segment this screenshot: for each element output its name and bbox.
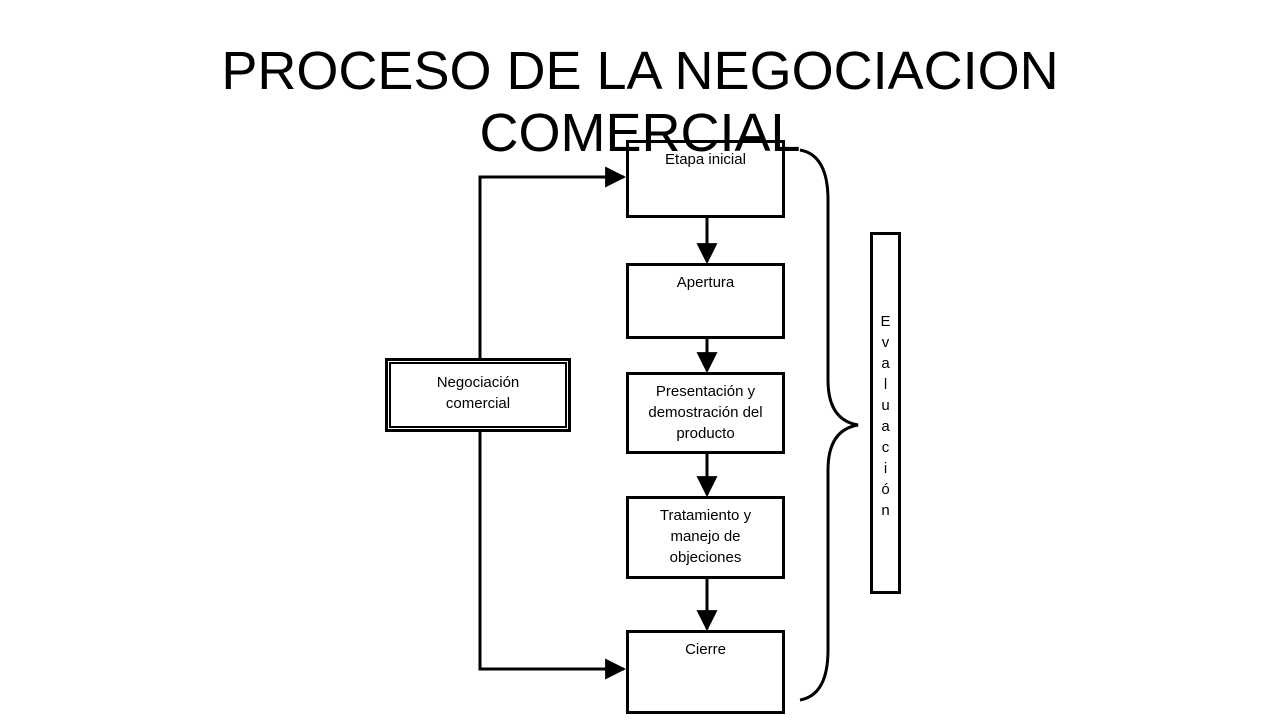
evaluation-letter: l	[883, 376, 888, 393]
evaluation-letter: a	[881, 418, 890, 435]
evaluation-box: E v a l u a c i ó n	[870, 232, 901, 594]
page-title: PROCESO DE LA NEGOCIACION COMERCIAL	[221, 41, 1059, 163]
evaluation-letter: E	[880, 313, 891, 330]
loop-line-bottom	[478, 430, 627, 680]
step-tratamiento: Tratamiento y manejo de objeciones	[626, 496, 785, 579]
loop-line-top	[478, 166, 627, 360]
step-cierre: Cierre	[626, 630, 785, 714]
evaluation-letter: i	[883, 460, 888, 477]
curly-brace	[799, 148, 859, 702]
step-apertura: Apertura	[626, 263, 785, 339]
evaluation-letter: c	[881, 439, 890, 456]
evaluation-letter: n	[881, 502, 890, 519]
step-presentacion: Presentación y demostración del producto	[626, 372, 785, 454]
negotiation-box: Negociación comercial	[385, 358, 571, 432]
evaluation-letter: ó	[881, 481, 890, 498]
evaluation-letter: u	[881, 397, 890, 414]
evaluation-letter: a	[881, 355, 890, 372]
step-etapa-inicial: Etapa inicial	[626, 140, 785, 218]
evaluation-letter: v	[881, 334, 890, 351]
